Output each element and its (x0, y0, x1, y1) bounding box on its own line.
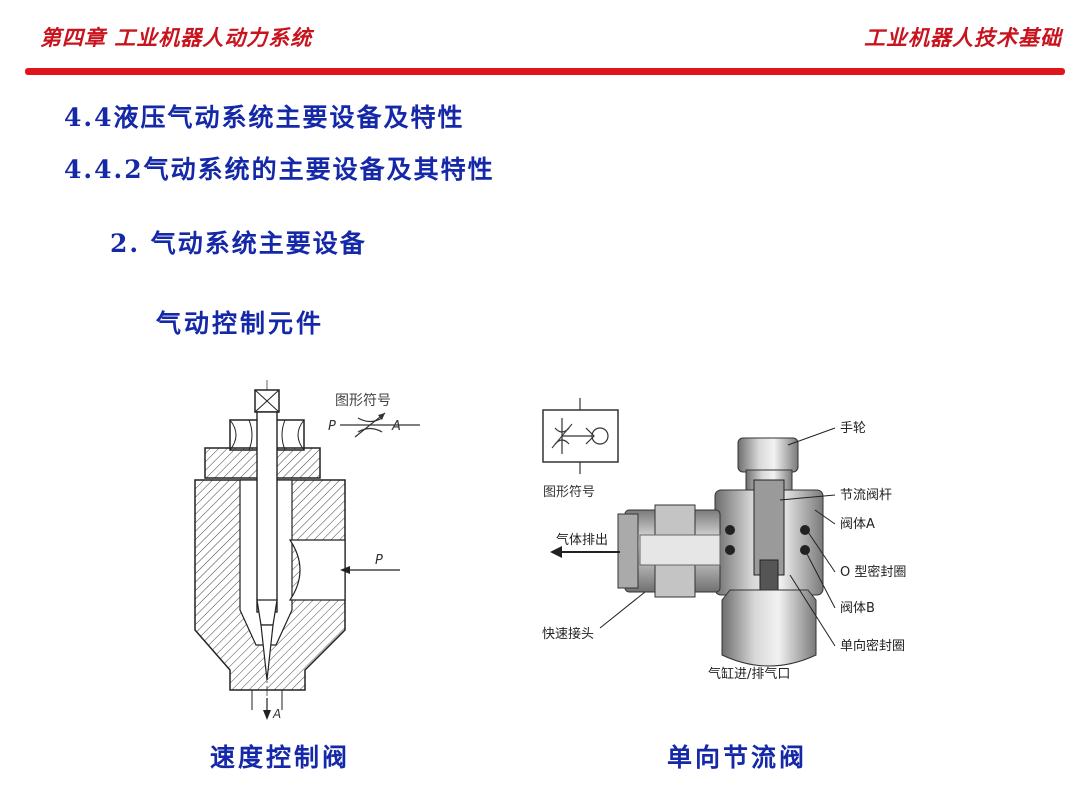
cylinder-port-label: 气缸进/排气口 (708, 666, 790, 682)
port-a-label: A (272, 707, 281, 721)
quick-connector-label: 快速接头 (542, 626, 594, 642)
symbol-title-right: 图形符号 (543, 484, 595, 500)
course-title: 工业机器人技术基础 (864, 25, 1062, 50)
section-heading: 4.4液压气动系统主要设备及特性 (64, 103, 465, 132)
speed-control-valve-symbol: 图形符号 P A (328, 393, 420, 438)
symbol-title-left: 图形符号 (335, 393, 391, 409)
subsection-heading: 4.4.2气动系统的主要设备及其特性 (64, 155, 495, 184)
callout-handwheel: 手轮 (840, 421, 866, 436)
callout-throttle-stem: 节流阀杆 (840, 488, 892, 503)
subtopic-heading: 气动控制元件 (156, 309, 325, 338)
speed-control-valve-diagram: P A (194, 380, 400, 721)
chapter-title: 第四章 工业机器人动力系统 (40, 25, 313, 50)
header-divider (25, 68, 1065, 75)
callout-body-a: 阀体A (840, 517, 875, 532)
callout-o-ring: O 型密封圈 (840, 564, 906, 580)
symbol-port-a: A (391, 419, 401, 434)
one-way-throttle-valve-diagram: 气体排出 快速接头 气缸进/排气口 手轮 节流阀杆 阀体A O 型密封圈 阀体B… (542, 421, 906, 682)
exhaust-label: 气体排出 (556, 532, 608, 548)
callout-check-seal: 单向密封圈 (840, 638, 905, 654)
callout-body-b: 阀体B (840, 601, 875, 616)
caption-one-way-throttle-valve: 单向节流阀 (667, 743, 808, 772)
symbol-port-p: P (328, 419, 336, 434)
caption-speed-control-valve: 速度控制阀 (210, 743, 351, 772)
port-p-label: P (375, 553, 383, 568)
one-way-throttle-valve-symbol: 图形符号 (542, 398, 619, 500)
topic-heading: 2. 气动系统主要设备 (110, 229, 367, 258)
